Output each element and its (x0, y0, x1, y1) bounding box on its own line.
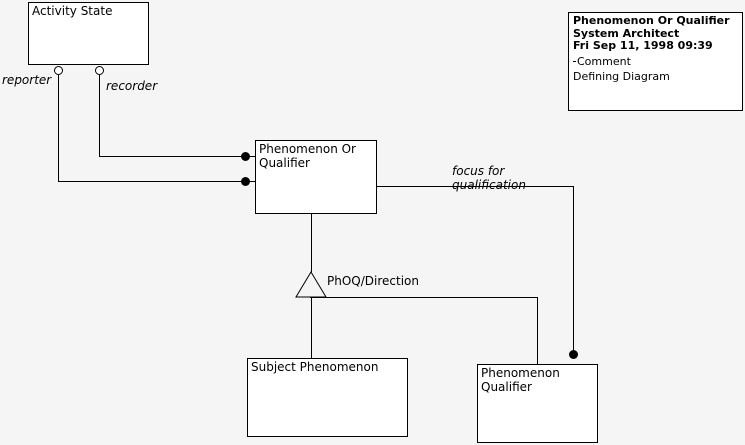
edge-label-reporter: reporter (2, 73, 52, 87)
edge-focus-vertical (573, 186, 574, 355)
edge-label-focus-for-qualification: focus for qualification (452, 164, 526, 192)
comment-dash (573, 60, 576, 62)
edge-generalization-base-right (310, 297, 538, 298)
class-box-phenomenon-or-qualifier[interactable]: Phenomenon Or Qualifier (255, 140, 377, 214)
comment-group-separator: Comment (573, 54, 739, 69)
diagram-title-block: Phenomenon Or Qualifier System Architect… (568, 12, 743, 111)
edge-recorder-horizontal (99, 156, 256, 157)
class-box-phenomenon-qualifier[interactable]: Phenomenon Qualifier (477, 364, 598, 443)
edge-phen-qual-riser (537, 297, 538, 365)
title-block-title: Phenomenon Or Qualifier (573, 14, 730, 27)
edge-reporter-horizontal (58, 181, 256, 182)
comment-body-text: Defining Diagram (573, 69, 670, 83)
edge-label-phoq-direction: PhOQ/Direction (327, 274, 419, 288)
association-end-dot-reporter (241, 177, 250, 186)
class-box-subject-phenomenon[interactable]: Subject Phenomenon (247, 358, 408, 437)
edge-recorder-vertical (99, 75, 100, 157)
edge-generalization-stem (311, 214, 312, 272)
class-label-phenomenon-qualifier: Phenomenon Qualifier (481, 366, 560, 394)
association-end-dot-focus (569, 350, 578, 359)
class-box-activity-state[interactable]: Activity State (28, 2, 149, 65)
comment-legend-label: Comment (577, 54, 633, 68)
title-block-author: System Architect (573, 26, 680, 40)
class-label-subject-phenomenon: Subject Phenomenon (251, 360, 379, 374)
association-end-dot-recorder (241, 152, 250, 161)
class-label-activity-state: Activity State (32, 4, 113, 18)
generalization-triangle-icon (295, 271, 327, 298)
title-block-date: Fri Sep 11, 1998 09:39 (573, 39, 713, 52)
edge-subject-phen-leg (311, 297, 312, 359)
edge-focus-horizontal (377, 186, 574, 187)
class-label-phenomenon-or-qualifier: Phenomenon Or Qualifier (259, 142, 356, 170)
role-end-recorder-circle (95, 66, 104, 75)
edge-label-recorder: recorder (106, 79, 158, 93)
role-end-reporter-circle (54, 66, 63, 75)
edge-reporter-vertical (58, 75, 59, 182)
